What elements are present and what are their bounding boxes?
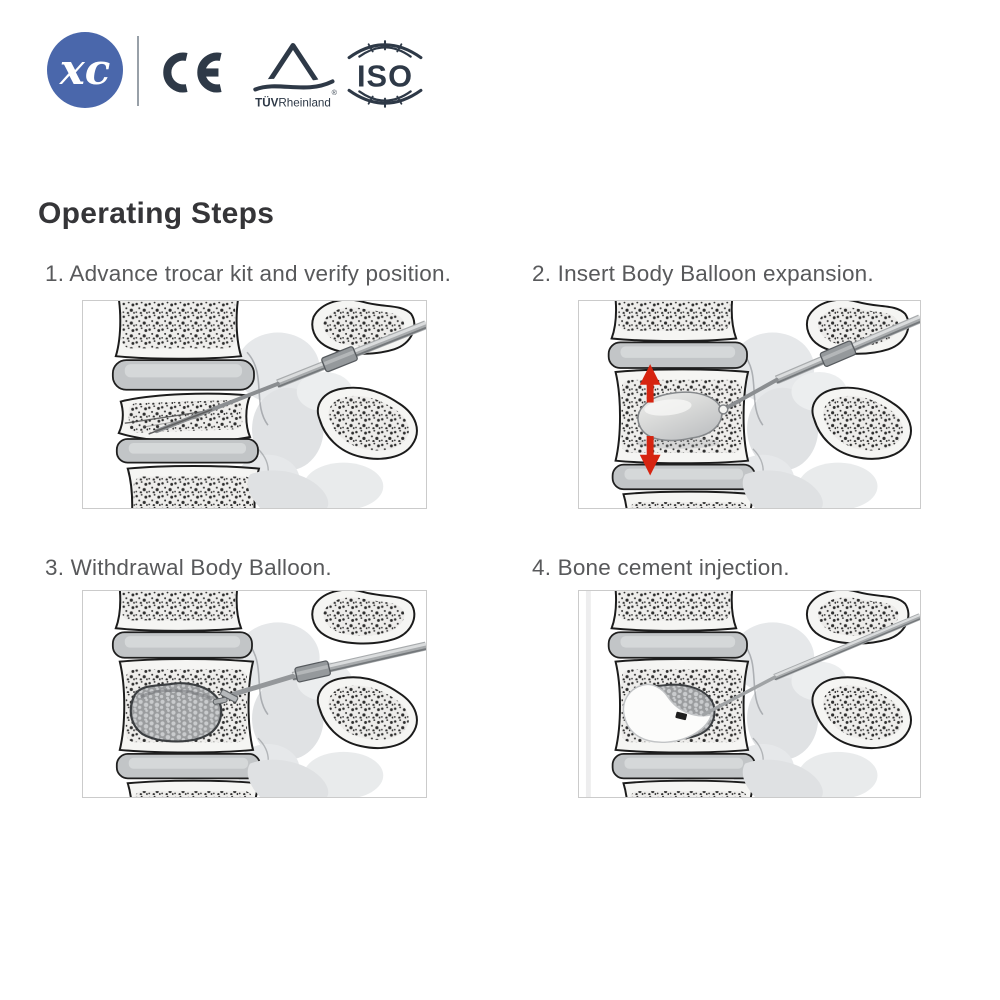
tuv-reg-mark: ® <box>332 89 338 97</box>
spine-illustration-step-4 <box>578 590 921 798</box>
step-text: Advance trocar kit and verify position. <box>69 261 452 286</box>
step-number: 1. <box>45 261 65 286</box>
step-number: 4. <box>532 555 552 580</box>
spine-illustration-step-2 <box>578 300 921 509</box>
step-caption-1: 1. Advance trocar kit and verify positio… <box>45 261 451 287</box>
brand-logo-icon: xc <box>47 32 123 108</box>
tuv-label-bold: TÜV <box>255 97 279 110</box>
spine-illustration-step-1 <box>82 300 427 509</box>
spine-illustration <box>111 591 426 797</box>
step-text: Withdrawal Body Balloon. <box>70 555 332 580</box>
logo-divider <box>137 36 139 106</box>
spine-illustration <box>607 301 920 508</box>
svg-text:TÜVRheinland: TÜVRheinland <box>255 97 331 110</box>
tuv-rheinland-logo: ® TÜVRheinland <box>253 43 338 110</box>
step-text: Bone cement injection. <box>557 555 790 580</box>
spine-illustration-step-3 <box>82 590 427 798</box>
step-number: 3. <box>45 555 65 580</box>
step-text: Insert Body Balloon expansion. <box>557 261 874 286</box>
step-caption-3: 3. Withdrawal Body Balloon. <box>45 555 332 581</box>
tuv-label-regular: Rheinland <box>278 97 331 110</box>
step-caption-2: 2. Insert Body Balloon expansion. <box>532 261 874 287</box>
step-caption-4: 4. Bone cement injection. <box>532 555 790 581</box>
iso-logo-icon: ISO <box>347 40 423 108</box>
spine-illustration <box>585 591 920 797</box>
ce-mark-icon <box>163 52 222 93</box>
iso-label: ISO <box>357 58 413 93</box>
step-number: 2. <box>532 261 552 286</box>
brand-initials: xc <box>59 45 111 94</box>
page-title: Operating Steps <box>38 197 275 230</box>
spine-illustration <box>111 301 426 508</box>
